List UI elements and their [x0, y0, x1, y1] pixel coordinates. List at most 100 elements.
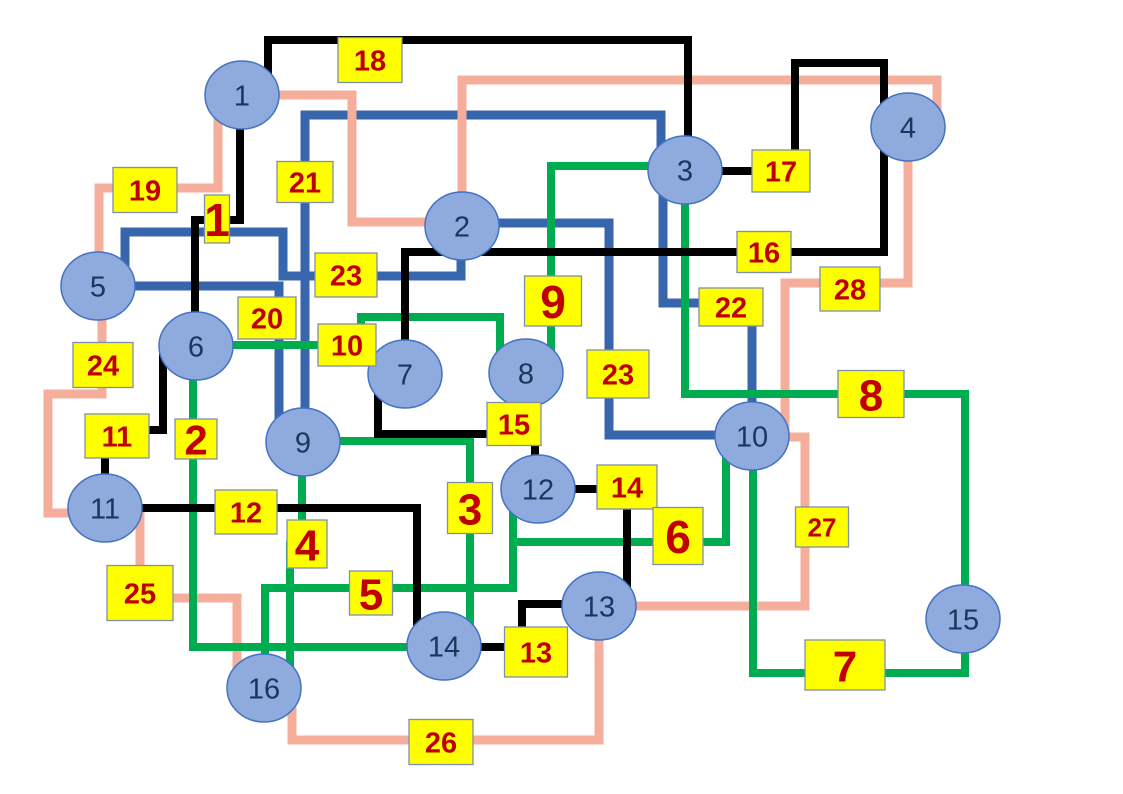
- node-12: [500, 454, 576, 524]
- edge-23-n5-n2: [120, 226, 466, 286]
- node-13: [561, 571, 637, 641]
- node-2: [424, 191, 500, 261]
- edge-label-box-1-20: [203, 194, 231, 244]
- node-9: [265, 407, 341, 477]
- node-10: [714, 401, 790, 471]
- edge-label-5-26: 5: [359, 570, 383, 619]
- edge-label-box-7-28: [804, 639, 886, 691]
- edge-12-n11-n14: [105, 504, 421, 646]
- node-7: [367, 339, 443, 409]
- edge-10-n6-n8: [196, 313, 504, 373]
- edge-20-n5-n9: [98, 281, 284, 442]
- edge-label-box-23-5: [314, 252, 378, 298]
- edge-label-23-5: 23: [330, 261, 362, 293]
- edge-label-box-2-23: [174, 418, 218, 460]
- edge-label-box-5-26: [348, 570, 394, 616]
- edge-label-28-6: 28: [834, 275, 866, 307]
- node-13-label: 13: [583, 591, 615, 623]
- edge-label-box-17-3: [751, 149, 811, 193]
- edge-label-box-19-1: [112, 166, 178, 214]
- node-11-label: 11: [90, 493, 120, 525]
- edge-label-box-13-18: [503, 626, 569, 678]
- node-6: [158, 311, 234, 381]
- edge-label-box-23-11: [586, 349, 650, 399]
- edge-label-box-18-0: [337, 36, 403, 84]
- edge-label-14-14: 14: [611, 473, 643, 505]
- edge-label-box-12-15: [214, 489, 278, 535]
- edge-label-2-23: 2: [184, 417, 207, 464]
- edge-label-20-8: 20: [251, 304, 283, 336]
- edge-label-box-20-8: [237, 296, 297, 340]
- edge-label-box-24-10: [72, 341, 134, 389]
- edge-label-16-4: 16: [748, 238, 780, 270]
- edge-label-26-19: 26: [425, 728, 457, 760]
- node-5-label: 5: [90, 271, 106, 303]
- node-1: [204, 60, 280, 130]
- edge-label-23-11: 23: [602, 360, 634, 392]
- edge-6-n12-n10: [509, 436, 730, 546]
- node-12-label: 12: [522, 474, 554, 506]
- edge-label-1-20: 1: [204, 194, 230, 246]
- node-5: [60, 251, 136, 321]
- edge-label-9-21: 9: [540, 276, 566, 328]
- edge-label-box-10-9: [317, 323, 377, 367]
- edge-label-21-2: 21: [289, 168, 321, 200]
- edge-label-11-12: 11: [102, 422, 133, 454]
- edge-18-n1-n3: [264, 36, 692, 170]
- edge-label-box-27-16: [794, 506, 850, 548]
- edge-label-box-6-27: [652, 506, 704, 566]
- edge-label-box-14-14: [596, 464, 658, 510]
- edge-label-25-17: 25: [124, 579, 156, 611]
- edge-3-n9-n14: [303, 437, 474, 646]
- node-4-label: 4: [900, 112, 916, 144]
- edge-13-n14-n13: [444, 600, 599, 651]
- edge-label-8-22: 8: [859, 371, 883, 420]
- node-8-label: 8: [518, 358, 534, 390]
- edge-label-24-10: 24: [87, 351, 119, 383]
- node-15: [925, 584, 1001, 654]
- edge-label-18-0: 18: [354, 46, 386, 78]
- edge-label-box-28-6: [819, 266, 881, 312]
- edge-label-27-16: 27: [808, 513, 837, 543]
- edge-label-box-9-21: [523, 275, 583, 327]
- edge-label-box-22-7: [698, 287, 764, 327]
- edge-label-19-1: 19: [129, 176, 161, 208]
- edge-label-12-15: 12: [230, 498, 262, 530]
- edge-label-box-8-22: [837, 369, 905, 419]
- edge-label-box-11-12: [84, 413, 150, 459]
- node-14: [406, 611, 482, 681]
- edge-label-4-25: 4: [295, 521, 320, 570]
- edge-label-6-27: 6: [665, 511, 691, 563]
- node-11: [67, 473, 143, 543]
- node-1-label: 1: [234, 80, 250, 112]
- node-10-label: 10: [736, 421, 768, 453]
- edge-label-box-4-25: [286, 519, 328, 569]
- node-3: [647, 135, 723, 205]
- edge-label-box-3-24: [446, 481, 494, 535]
- edge-16-n4-n7: [401, 127, 888, 374]
- edge-label-box-15-13: [486, 401, 542, 447]
- edge-23-n2-n10: [462, 218, 752, 440]
- edge-label-box-25-17: [106, 564, 174, 622]
- edge-label-13-18: 13: [520, 638, 552, 670]
- node-15-label: 15: [947, 604, 979, 636]
- edge-label-22-7: 22: [715, 293, 747, 325]
- node-2-label: 2: [454, 211, 470, 243]
- node-6-label: 6: [188, 331, 204, 363]
- node-4: [870, 92, 946, 162]
- node-7-label: 7: [397, 359, 413, 391]
- edge-x-n1-n2: [242, 90, 462, 227]
- node-14-label: 14: [428, 631, 460, 663]
- node-3-label: 3: [677, 155, 693, 187]
- edge-label-box-21-2: [276, 160, 334, 204]
- node-9-label: 9: [295, 427, 311, 459]
- edge-label-10-9: 10: [331, 331, 363, 363]
- node-16: [226, 653, 302, 723]
- edge-label-box-26-19: [408, 718, 474, 766]
- edge-label-17-3: 17: [765, 157, 797, 189]
- edge-label-15-13: 15: [498, 410, 530, 442]
- edge-label-3-24: 3: [458, 485, 482, 534]
- edge-label-box-16-4: [736, 230, 792, 274]
